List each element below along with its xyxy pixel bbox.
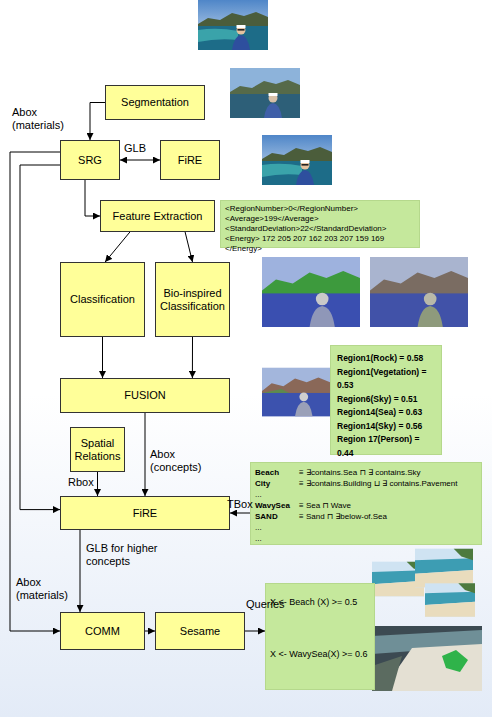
process-box: FiRE [60,496,230,530]
box-text: Spatial Relations [73,437,122,463]
process-box: FUSION [60,378,230,413]
box-text: <StandardDeviation>22</StandardDeviation… [225,224,415,234]
connector-arrow [85,180,100,216]
process-box: COMM [60,612,145,650]
classified-photo [262,257,360,327]
connector-arrow [20,165,60,510]
box-text: ... [255,489,299,500]
process-box: FiRE [160,140,220,180]
process-box: Classification [60,262,145,337]
process-box: Feature Extraction [100,200,215,232]
box-text: ≡ Sand ⊓ ∃below-of.Sea [299,511,477,522]
box-text: Beach [255,467,299,478]
box-text: <RegionNumber>0</RegionNumber> [225,204,415,214]
box-text: COMM [85,625,120,638]
edge-label: Abox (materials) [16,576,68,602]
box-text: X <- WavySea(X) >= 0.6 [270,648,370,660]
result-photo [372,626,482,691]
edge-label: TBox [227,498,267,511]
box-text: ≡ Sea ⊓ Wave [299,500,477,511]
box-text: SAND [255,511,299,522]
connector-arrow [185,232,192,262]
process-box: SRG [60,140,120,180]
edge-label: Abox (concepts) [150,448,212,474]
box-text: SRG [78,154,102,167]
fused-photo [262,368,330,417]
process-box: Bio-inspired Classification [155,262,230,337]
box-text: WavySea [255,500,299,511]
box-text: City [255,478,299,489]
box-text: Bio-inspired Classification [158,287,227,313]
process-box: Segmentation [105,85,205,120]
box-text: FiRE [133,507,157,520]
segmented-photo [230,68,300,118]
process-box: Spatial Relations [70,427,125,472]
box-text: Region 17(Person) = 0.44 [337,433,435,460]
connector-arrow [245,631,265,632]
result-photo [415,549,473,588]
connector-arrow [230,513,250,514]
result-photo [372,562,424,597]
edge-label: Rbox [68,476,108,489]
box-text: Region14(Sea) = 0.63 [337,406,435,420]
connector-arrow [10,152,60,631]
box-text: Feature Extraction [113,210,203,223]
box-text: Sesame [180,625,220,638]
region-note: Region1(Rock) = 0.58Region1(Vegetation) … [330,345,442,455]
connector-arrow [102,337,103,378]
connector-arrow [97,472,98,496]
merged-photo [262,135,332,185]
result-photo [425,583,475,616]
edge-label: GLB for higher concepts [86,542,168,568]
box-text: ... [255,522,299,533]
connector-arrow [90,103,105,141]
feature-note: <RegionNumber>0</RegionNumber><Average>1… [220,200,420,248]
box-text: ≡ ∃contains.Sea ⊓ ∃ contains.Sky [299,467,477,478]
connector-arrow [120,160,160,161]
bio-classified-photo [370,257,468,327]
box-text: <Energy> 172 205 207 162 203 207 159 169… [225,234,415,254]
input-photo [198,0,268,50]
box-text: Classification [70,293,135,306]
process-box: Sesame [155,612,245,650]
box-text: Region1(Vegetation) = 0.53 [337,366,435,393]
connector-arrow [145,413,146,496]
box-text: FiRE [178,154,202,167]
connector-arrow [145,631,155,632]
tbox-note: Beach≡ ∃contains.Sea ⊓ ∃ contains.SkyCit… [250,462,482,545]
box-text: Segmentation [121,96,189,109]
box-text: FUSION [124,389,166,402]
box-text: Region6(Sky) = 0.51 [337,393,435,407]
box-text: Region1(Rock) = 0.58 [337,352,435,366]
edge-label: Abox (materials) [12,106,64,132]
connector-arrow [192,337,193,378]
box-text: <Average>199</Average> [225,214,415,224]
box-text: ≡ ∃contains.Building ⊔ ∃ contains.Paveme… [299,478,477,489]
box-text: ... [255,533,299,544]
edge-label: GLB [124,142,164,155]
connector-arrow [105,232,130,262]
box-text: Region14(Sky) = 0.56 [337,420,435,434]
edge-label: Queries [246,598,296,611]
connector-arrow [80,530,81,612]
box-text: X <- Beach (X) >= 0.5 [270,596,370,608]
